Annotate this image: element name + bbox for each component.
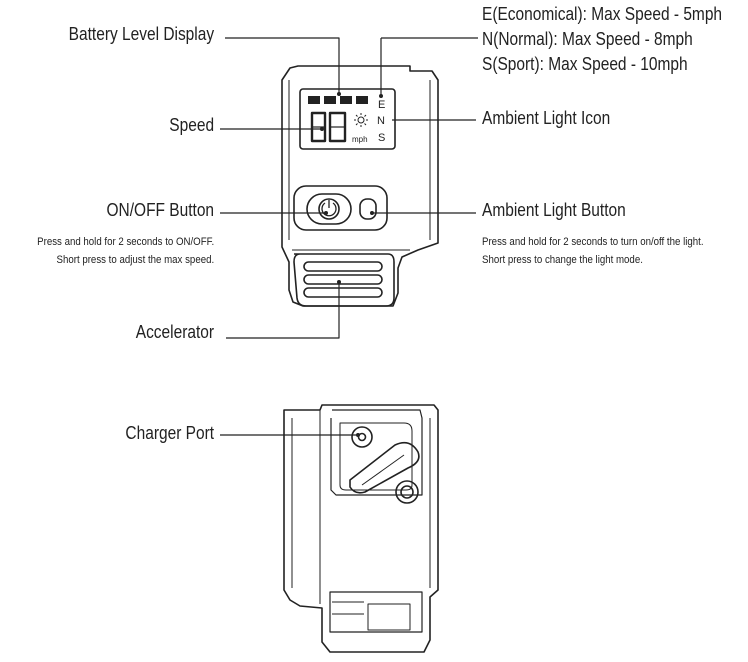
on-off-button-label: ON/OFF Button [106,200,214,220]
speed-unit: mph [352,135,368,144]
ambient-note-line-2: Short press to change the light mode. [482,254,643,266]
callout-dots [320,92,383,437]
battery-bars [308,96,368,104]
ambient-light-icon-label: Ambient Light Icon [482,108,611,128]
mode-n-description: N(Normal): Max Speed - 8mph [482,29,693,49]
lcd-display [299,88,396,150]
rear-device-body [283,404,439,653]
on-off-button-shape [293,185,388,231]
ambient-light-icon [354,113,368,127]
charger-port-label: Charger Port [125,423,214,443]
mode-letter-e: E [378,99,385,111]
on-off-note-line-2: Short press to adjust the max speed. [56,254,214,266]
ambient-note-line-1: Press and hold for 2 seconds to turn on/… [482,236,704,248]
callout-lines [220,37,478,436]
rear-screw [395,480,419,504]
mode-letter-s: S [378,132,385,144]
accelerator-label: Accelerator [135,322,214,342]
accelerator-shape [293,253,395,307]
speed-digits [310,111,347,143]
mode-e-description: E(Economical): Max Speed - 5mph [482,4,723,24]
charger-port-shape [351,426,373,448]
speed-label: Speed [169,115,214,135]
on-off-note-line-1: Press and hold for 2 seconds to ON/OFF. [36,236,214,248]
mode-s-description: S(Sport): Max Speed - 10mph [482,54,688,74]
ambient-light-button-label: Ambient Light Button [482,200,626,220]
battery-level-display-label: Battery Level Display [68,24,214,44]
mode-letter-n: N [377,115,385,127]
rear-latch-shape [349,441,420,494]
